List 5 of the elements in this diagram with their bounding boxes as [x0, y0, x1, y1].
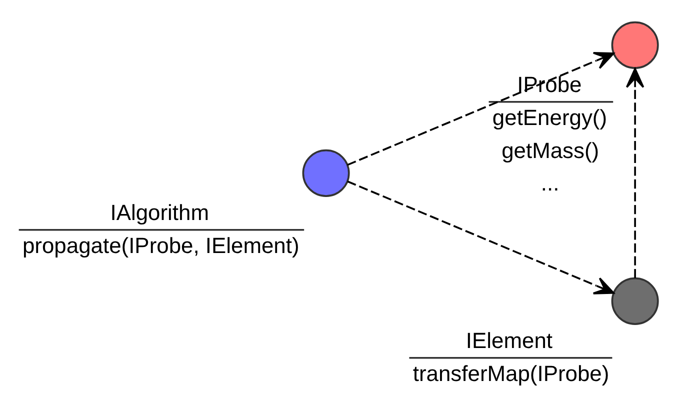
node-label: transferMap(IProbe) — [412, 360, 610, 386]
node-label: getMass() — [502, 138, 600, 163]
node-label: propagate(IProbe, IElement) — [22, 232, 300, 258]
node-label: getEnergy() — [492, 104, 608, 130]
node-label: ... — [540, 170, 560, 196]
